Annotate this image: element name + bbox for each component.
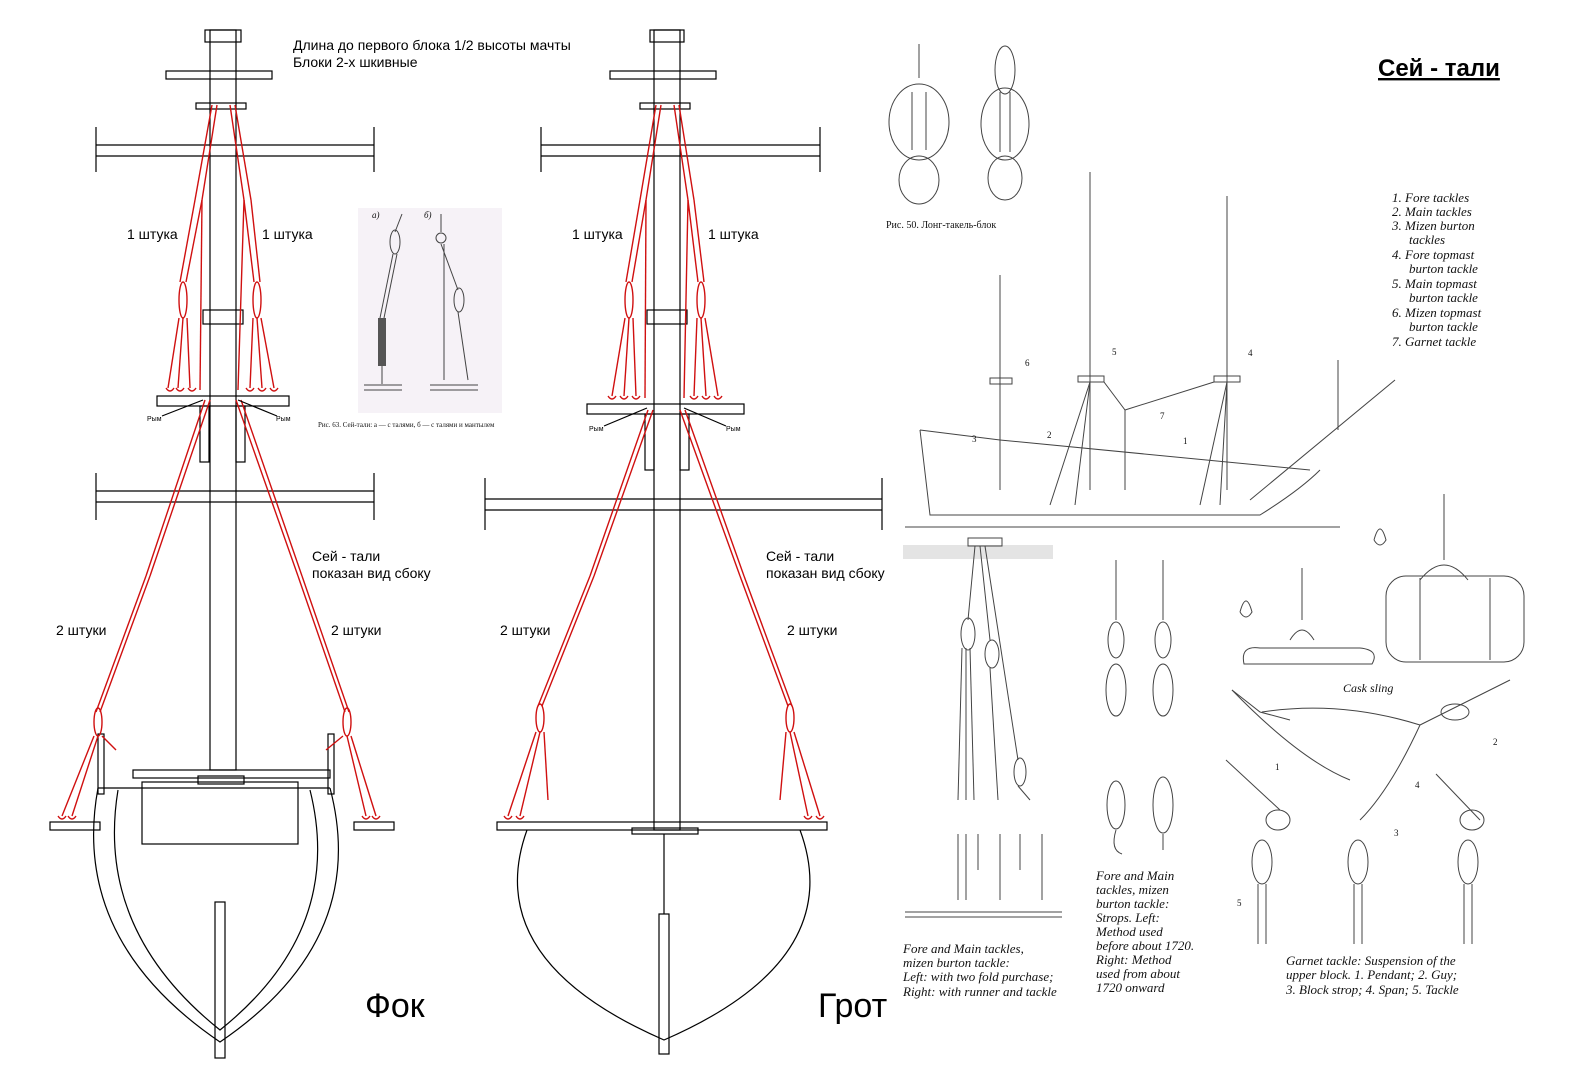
main-upper-right-label: 1 штука [708,226,759,242]
fig50-blocks: Рис. 50. Лонг-такель-блок [886,44,1030,231]
main-tackles [503,104,825,820]
ship-number-3: 3 [972,434,977,444]
inset-fig63: а) б) Рис. 63. Сей-тали: а — с талями, б… [318,208,502,429]
caption-left-line: Fore and Main tackles, [902,941,1024,956]
legend-line: 4. Fore topmast [1392,247,1475,262]
main-mast-name: Грот [818,987,887,1025]
legend-line: 5. Main topmast [1392,276,1477,291]
legend-line: 2. Main tackles [1392,204,1472,219]
fore-upper-right-label: 1 штука [262,226,313,242]
fig50-caption: Рис. 50. Лонг-такель-блок [886,220,996,231]
caption-mid-line: Fore and Main [1095,868,1174,883]
caption-mid-line: 1720 onward [1096,980,1165,995]
main-mast-drawing [484,29,883,1055]
fore-side-note-1: Сей - тали [312,548,380,564]
ship-number-5: 5 [1112,347,1117,357]
legend-line: tackles [1409,232,1445,247]
caption-left-line: Left: with two fold purchase; [902,969,1053,984]
fore-tackles [57,104,381,820]
caption-right-line: 3. Block strop; 4. Span; 5. Tackle [1285,982,1459,997]
caption-mid-line: before about 1720. [1096,938,1194,953]
main-lower-left-label: 2 штуки [500,622,550,638]
top-note-line-1: Длина до первого блока 1/2 высоты мачты [293,37,571,53]
ship-number-6: 6 [1025,358,1030,368]
fore-mast-drawing [49,29,395,1059]
fig63-mark-b: б) [424,210,432,220]
main-ring-right-label: Рым [726,426,741,433]
ship-side-view: 1 2 3 4 5 6 7 [905,172,1396,528]
legend-line: burton tackle [1409,261,1478,276]
caption-mid-line: tackles, mizen [1096,882,1169,897]
fore-ring-right-label: Рым [276,416,291,423]
main-side-note-1: Сей - тали [766,548,834,564]
top-note-line-2: Блоки 2-х шкивные [293,54,418,70]
caption-right-line: Garnet tackle: Suspension of the [1286,953,1456,968]
fore-ring-left-label: Рым [147,416,162,423]
legend-line: burton tackle [1409,290,1478,305]
legend-line: burton tackle [1409,319,1478,334]
legend-line: 1. Fore tackles [1392,190,1469,205]
caption-mid-line: burton tackle: [1096,896,1169,911]
ship-number-1: 1 [1183,436,1188,446]
main-lower-right-label: 2 штуки [787,622,837,638]
cask-sling-detail: Cask sling [1239,494,1525,695]
caption-right-line: upper block. 1. Pendant; 2. Guy; [1286,967,1457,982]
fore-mast-name: Фок [365,987,426,1025]
strops-detail: Fore and Main tackles, mizen burton tack… [1095,560,1194,995]
page-title: Сей - тали [1378,55,1500,82]
cask-sling-label: Cask sling [1343,681,1393,695]
garnet-number-1: 1 [1275,762,1280,772]
garnet-number-5: 5 [1237,898,1242,908]
fore-lower-left-label: 2 штуки [56,622,106,638]
ship-number-4: 4 [1248,348,1253,358]
fore-upper-left-label: 1 штука [127,226,178,242]
legend-line: 6. Mizen topmast [1392,305,1482,320]
ship-legend: 1. Fore tackles 2. Main tackles 3. Mizen… [1391,190,1482,349]
caption-mid-line: used from about [1096,966,1180,981]
caption-left-line: mizen burton tackle: [903,955,1010,970]
fig63-mark-a: а) [372,210,380,220]
main-upper-left-label: 1 штука [572,226,623,242]
main-side-note-2: показан вид сбоку [766,565,885,581]
legend-line: 3. Mizen burton [1391,218,1475,233]
legend-line: 7. Garnet tackle [1392,334,1476,349]
caption-mid-line: Right: Method [1095,952,1172,967]
caption-mid-line: Method used [1095,924,1163,939]
fig63-caption: Рис. 63. Сей-тали: а — с талями, б — с т… [318,421,495,429]
main-ring-left-label: Рым [589,426,604,433]
fore-side-note-2: показан вид сбоку [312,565,431,581]
ship-number-7: 7 [1160,411,1165,421]
garnet-tackle-detail: 1 2 3 4 5 Garnet tackle: Suspension of t… [1225,679,1511,997]
ship-number-2: 2 [1047,430,1052,440]
garnet-number-2: 2 [1493,737,1498,747]
garnet-number-4: 4 [1415,780,1420,790]
tackle-detail-left: Fore and Main tackles, mizen burton tack… [902,537,1062,999]
garnet-number-3: 3 [1394,828,1399,838]
caption-left-line: Right: with runner and tackle [902,984,1057,999]
fore-lower-right-label: 2 штуки [331,622,381,638]
caption-mid-line: Strops. Left: [1096,910,1160,925]
